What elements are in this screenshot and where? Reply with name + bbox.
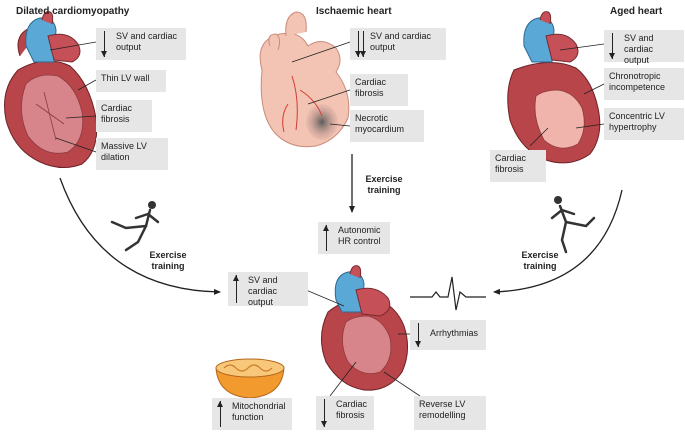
mitochondrial-function-box: Mitochondrial function bbox=[212, 398, 292, 430]
chronotropic-incompetence-label: Chronotropic incompetence bbox=[609, 71, 666, 92]
decrease-arrow-icon bbox=[609, 33, 621, 59]
decrease-arrow-icon bbox=[415, 323, 427, 347]
outcome-sv-output-box: SV and cardiac output bbox=[228, 272, 308, 307]
massive-lv-dilation-box: Massive LV dilation bbox=[96, 138, 168, 170]
dilated-sv-output-label: SV and cardiac output bbox=[116, 31, 178, 52]
outcome-fibrosis-box: Cardiac fibrosis bbox=[316, 396, 374, 430]
mitochondrial-function-label: Mitochondrial function bbox=[232, 401, 286, 422]
aged-heart-illustration bbox=[507, 11, 601, 164]
increase-arrow-icon bbox=[217, 401, 229, 427]
runner-left-illustration bbox=[110, 201, 160, 252]
outcome-sv-output-label: SV and cardiac output bbox=[248, 275, 278, 307]
necrotic-myocardium-box: Necrotic myocardium bbox=[350, 110, 424, 142]
increase-arrow-icon bbox=[233, 275, 245, 303]
column-title-aged: Aged heart bbox=[610, 6, 663, 17]
decrease-arrow-icon bbox=[101, 31, 113, 57]
reverse-lv-remodelling-label: Reverse LV remodelling bbox=[419, 399, 466, 420]
ischaemic-fibrosis-label: Cardiac fibrosis bbox=[355, 77, 387, 98]
double-decrease-arrow-icon bbox=[355, 31, 367, 57]
massive-lv-dilation-label: Massive LV dilation bbox=[101, 141, 147, 162]
aged-sv-output-box: SV and cardiac output bbox=[604, 30, 684, 65]
aged-sv-output-label: SV and cardiac output bbox=[624, 33, 654, 65]
dilated-sv-output-box: SV and cardiac output bbox=[96, 28, 186, 60]
autonomic-hr-control-label: Autonomic HR control bbox=[338, 225, 381, 246]
outcome-fibrosis-label: Cardiac fibrosis bbox=[336, 399, 368, 420]
chronotropic-incompetence-box: Chronotropic incompetence bbox=[604, 68, 684, 100]
column-title-dilated: Dilated cardiomyopathy bbox=[16, 6, 130, 17]
leader-lines bbox=[49, 41, 605, 397]
dilated-fibrosis-label: Cardiac fibrosis bbox=[101, 103, 133, 124]
flow-arrow-right bbox=[493, 189, 623, 295]
exercise-training-center: Exercise training bbox=[365, 174, 403, 195]
mitochondrion-illustration bbox=[215, 358, 285, 399]
necrotic-myocardium-label: Necrotic myocardium bbox=[355, 113, 405, 134]
reverse-lv-remodelling-box: Reverse LV remodelling bbox=[414, 396, 486, 430]
arrhythmias-box: Arrhythmias bbox=[410, 320, 486, 350]
concentric-hypertrophy-box: Concentric LV hypertrophy bbox=[604, 108, 684, 140]
increase-arrow-icon bbox=[323, 225, 335, 251]
ischaemic-sv-output-box: SV and cardiac output bbox=[350, 28, 446, 60]
arrhythmias-label: Arrhythmias bbox=[430, 328, 479, 338]
concentric-hypertrophy-label: Concentric LV hypertrophy bbox=[609, 111, 665, 132]
dilated-fibrosis-box: Cardiac fibrosis bbox=[96, 100, 152, 132]
aged-fibrosis-label: Cardiac fibrosis bbox=[495, 153, 527, 174]
decrease-arrow-icon bbox=[321, 399, 333, 427]
thin-lv-wall-label: Thin LV wall bbox=[101, 73, 150, 83]
aged-fibrosis-box: Cardiac fibrosis bbox=[490, 150, 546, 182]
ecg-trace bbox=[410, 276, 486, 311]
dilated-heart-illustration bbox=[4, 11, 98, 168]
autonomic-hr-control-box: Autonomic HR control bbox=[318, 222, 390, 254]
runner-right-illustration bbox=[550, 196, 596, 254]
exercise-training-right: Exercise training bbox=[521, 250, 559, 271]
exercise-training-left: Exercise training bbox=[149, 250, 187, 271]
ischaemic-sv-output-label: SV and cardiac output bbox=[370, 31, 432, 52]
flow-arrow-left bbox=[59, 177, 221, 295]
column-title-ischaemic: Ischaemic heart bbox=[316, 6, 392, 17]
ischaemic-fibrosis-box: Cardiac fibrosis bbox=[350, 74, 408, 106]
trained-heart-illustration bbox=[321, 265, 408, 391]
thin-lv-wall-box: Thin LV wall bbox=[96, 70, 166, 92]
ischaemic-heart-illustration bbox=[259, 11, 350, 148]
